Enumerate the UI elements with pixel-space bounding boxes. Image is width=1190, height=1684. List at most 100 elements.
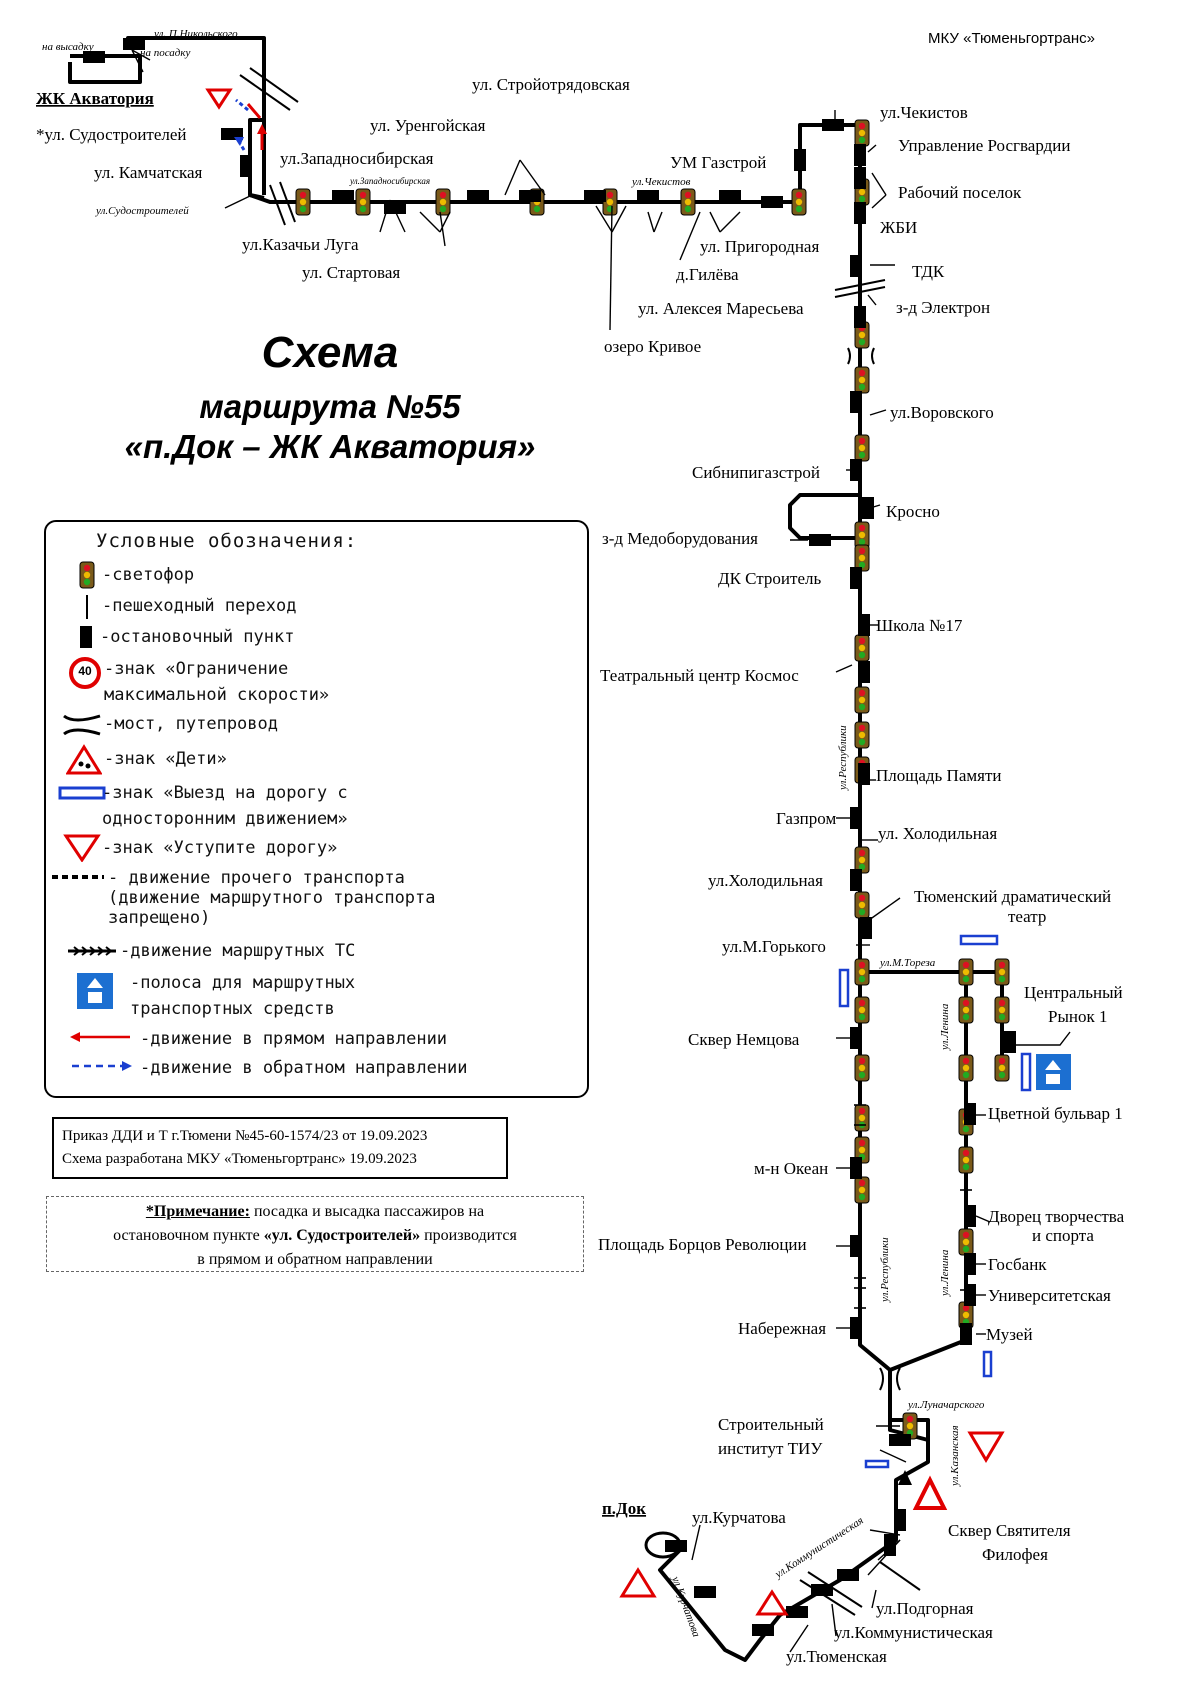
- kamchatskaya-stop-label: ул. Камчатская: [94, 163, 203, 182]
- legend-box: Условные обозначения: -светофор -пешеход…: [44, 520, 589, 1098]
- tiu-label-1: Строительный: [718, 1415, 824, 1434]
- agency-name: МКУ «Тюменьгортранс»: [928, 30, 1095, 47]
- legend-heading: Условные обозначения:: [96, 530, 358, 552]
- na-posadku-label: на посадку: [140, 47, 191, 59]
- gosbank-label: Госбанк: [988, 1255, 1047, 1274]
- podgornaya-label: ул.Подгорная: [876, 1599, 974, 1618]
- sibnipigazstroy-label: Сибнипигазстрой: [692, 463, 820, 482]
- route-endpoints: «п.Док – ЖК Акватория»: [124, 428, 536, 465]
- legend-pedestrian-crossing: -пешеходный переход: [102, 596, 297, 616]
- pamyati-label: Площадь Памяти: [876, 766, 1001, 785]
- rabochiy-poselok-label: Рабочий поселок: [898, 183, 1022, 202]
- callout-lines: [131, 49, 1071, 1653]
- okean-label: м-н Океан: [754, 1159, 828, 1178]
- route-line-krosno-loop: [788, 493, 860, 540]
- note-label: *Примечание:: [145, 1203, 250, 1220]
- legend-reverse-direction: -движение в обратном направлении: [140, 1058, 468, 1078]
- tyumenskaya-label: ул.Тюменская: [786, 1647, 887, 1666]
- note-text-2c: производится: [420, 1227, 517, 1244]
- tsvetnoy-bulvar-label: Цветной бульвар 1: [988, 1104, 1123, 1123]
- elektron-label: з-д Электрон: [896, 298, 990, 317]
- stroyotryadovskaya-label: ул. Стройотрядовская: [472, 75, 630, 94]
- universitetskaya-label: Университетская: [988, 1286, 1111, 1305]
- bus-lane-icon: [77, 973, 113, 1009]
- kurchatova-label: ул.Курчатова: [692, 1508, 786, 1527]
- traffic-light-icon: [79, 561, 95, 589]
- restricted-traffic-icon: [52, 875, 104, 879]
- kosmos-label: Театральный центр Космос: [600, 666, 799, 685]
- children-signs: [619, 1475, 948, 1616]
- nikolskogo-street-label: ул. П.Никольского: [153, 28, 238, 40]
- route-line-akvatoriya: [68, 54, 142, 84]
- legend-traffic-light: -светофор: [102, 565, 195, 585]
- route-line-toreza: [860, 970, 1004, 1075]
- legend-forward-direction: -движение в прямом направлении: [140, 1029, 448, 1049]
- legend-restricted-traffic: - движение прочего транспорта (движение …: [108, 868, 436, 928]
- note-box: *Примечание: посадка и высадка пассажиро…: [46, 1196, 584, 1272]
- note-text-1: посадка и высадка пассажиров на: [249, 1203, 485, 1220]
- route-traffic-icon: [68, 946, 116, 956]
- lunacharskogo-street-label: ул.Луначарского: [907, 1399, 985, 1411]
- rosgvardiya-label: Управление Росгвардии: [898, 136, 1070, 155]
- borcov-revolyucii-label: Площадь Борцов Революции: [598, 1235, 807, 1254]
- legend-one-way-exit: -знак «Выезд на дорогу с односторонним д…: [102, 783, 348, 829]
- lenina-street-label-1: ул.Ленина: [939, 1003, 951, 1051]
- direction-arrows: [234, 98, 912, 1485]
- order-box: Приказ ДДИ и Т г.Тюмени №45-60-1574/23 о…: [52, 1117, 508, 1179]
- route-number: маршрута №55: [199, 388, 461, 425]
- zapadnosibirskaya-label: ул.Западносибирская: [280, 149, 434, 168]
- legend-bus-stop: -остановочный пункт: [100, 627, 295, 647]
- chekistov-stop-label: ул.Чекистов: [880, 103, 968, 122]
- bus-lane-sign: [1036, 1054, 1071, 1090]
- dk-stroitel-label: ДК Строитель: [718, 569, 821, 588]
- muzey-label: Музей: [986, 1325, 1033, 1344]
- gorkogo-label: ул.М.Горького: [722, 937, 826, 956]
- drama-theatre-label-2: театр: [1008, 907, 1046, 926]
- kurchatova-street-label: ул.Курчатова: [669, 1574, 702, 1639]
- speed-limit-icon: [69, 657, 101, 689]
- krosno-label: Кросно: [886, 502, 940, 521]
- sudostroiteley-street-label: ул.Судостроителей: [95, 205, 189, 217]
- medoborudovaniya-label: з-д Медоборудования: [602, 529, 758, 548]
- zhbi-label: ЖБИ: [880, 218, 917, 237]
- bridge-icon: [63, 714, 101, 736]
- maresyeva-label: ул. Алексея Маресьева: [638, 299, 804, 318]
- lenina-street-label-2: ул.Ленина: [939, 1249, 951, 1297]
- startovaya-label: ул. Стартовая: [302, 263, 400, 282]
- legend-route-traffic: -движение маршрутных ТС: [120, 941, 356, 961]
- filofeya-label-2: Филофея: [982, 1545, 1048, 1564]
- pedestrian-crossings: [854, 1104, 972, 1309]
- respubliki-street-label-1: ул.Республики: [837, 725, 849, 791]
- order-line-2: Схема разработана МКУ «Тюменьгортранс» 1…: [62, 1151, 417, 1167]
- railway-crossings: [239, 67, 921, 1616]
- nemtsova-label: Сквер Немцова: [688, 1030, 800, 1049]
- sudostroiteley-stop-label: *ул. Судостроителей: [36, 125, 187, 144]
- akvatoriya-terminal-label: ЖК Акватория: [36, 89, 154, 108]
- kazachi-lugi-label: ул.Казачьи Луга: [242, 235, 359, 254]
- gileva-label: д.Гилёва: [676, 265, 739, 284]
- na-vysadku-label: на высадку: [42, 41, 94, 53]
- dok-terminal-label: п.Док: [602, 1499, 646, 1518]
- chekistov-street-label: ул.Чекистов: [631, 176, 691, 188]
- prigorodnaya-label: ул. Пригородная: [700, 237, 819, 256]
- legend-give-way: -знак «Уступите дорогу»: [102, 838, 338, 858]
- kazanskaya-street-label: ул.Казанская: [949, 1425, 961, 1487]
- scheme-title: Схема: [261, 328, 399, 377]
- toreza-street-label: ул.М.Тореза: [879, 957, 936, 969]
- note-stop-name: «ул. Судостроителей»: [263, 1227, 421, 1244]
- drama-theatre-label-1: Тюменский драматический: [914, 887, 1111, 906]
- tdk-label: ТДК: [912, 262, 945, 281]
- urengoyskaya-label: ул. Уренгойская: [370, 116, 486, 135]
- holodilnaya-right-label: ул. Холодильная: [878, 824, 997, 843]
- zapadnosibirskaya-street-label: ул.Западносибирская: [349, 176, 430, 186]
- legend-speed-limit: -знак «Ограничение максимальной скорости…: [104, 659, 330, 705]
- order-line-1: Приказ ДДИ и Т г.Тюмени №45-60-1574/23 о…: [62, 1128, 428, 1144]
- bus-stop-icon: [80, 626, 92, 648]
- route-line-lenina: [889, 972, 968, 1372]
- dvorets-label-2: и спорта: [1032, 1226, 1094, 1245]
- pedestrian-crossing-icon: [86, 595, 88, 619]
- rynok-label-1: Центральный: [1024, 983, 1123, 1002]
- kommunisticheskaya-label: ул.Коммунистическая: [834, 1623, 993, 1642]
